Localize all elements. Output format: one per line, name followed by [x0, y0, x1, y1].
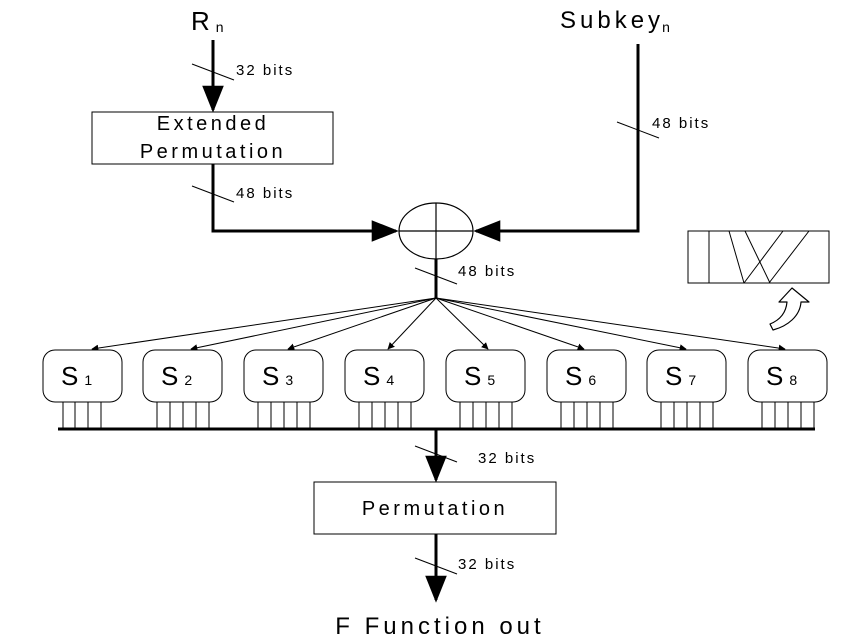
- subkey-path: [473, 44, 640, 242]
- fanout-arrow-s8: [435, 297, 786, 352]
- extended-permutation-line2: Permutation: [140, 141, 286, 163]
- r-bus-slash: [191, 63, 235, 81]
- sbox-fanout: [91, 297, 786, 352]
- fanout-arrow-s3: [287, 297, 437, 351]
- r-bits-label: 32 bits: [236, 62, 294, 79]
- expanded-path: [211, 164, 399, 242]
- curved-arrow-icon: [769, 287, 810, 331]
- sbox-output-bus-slash: [414, 445, 458, 463]
- fanout-arrow-s5: [435, 297, 489, 350]
- expanded-bus-slash: [191, 185, 235, 203]
- final-bus-slash: [414, 557, 458, 575]
- xor-bits-label: 48 bits: [458, 263, 516, 280]
- subkey-bus-slash: [616, 121, 660, 139]
- fanout-arrow-s4: [387, 297, 437, 350]
- extended-permutation-line1: Extended: [157, 113, 270, 135]
- subkey-input-label: Subkeyn: [560, 7, 674, 35]
- subkey-bits-label: 48 bits: [652, 115, 710, 132]
- fanout-arrow-s6: [435, 297, 585, 351]
- permutation-box: [313, 481, 557, 535]
- sbox-output-bits-label: 32 bits: [478, 450, 536, 467]
- fanout-arrow-s2: [190, 297, 437, 352]
- xor-bus-slash: [414, 267, 458, 285]
- fanout-arrow-s1: [91, 297, 437, 352]
- permutation-label: Permutation: [362, 498, 508, 520]
- lookup-table-icon: [687, 230, 830, 284]
- xor-icon: [398, 202, 474, 260]
- f-function-output-label: F Function out: [335, 613, 544, 640]
- expanded-bits-label: 48 bits: [236, 185, 294, 202]
- final-bits-label: 32 bits: [458, 556, 516, 573]
- extended-permutation-box: [91, 111, 334, 165]
- fanout-arrow-s7: [435, 297, 687, 352]
